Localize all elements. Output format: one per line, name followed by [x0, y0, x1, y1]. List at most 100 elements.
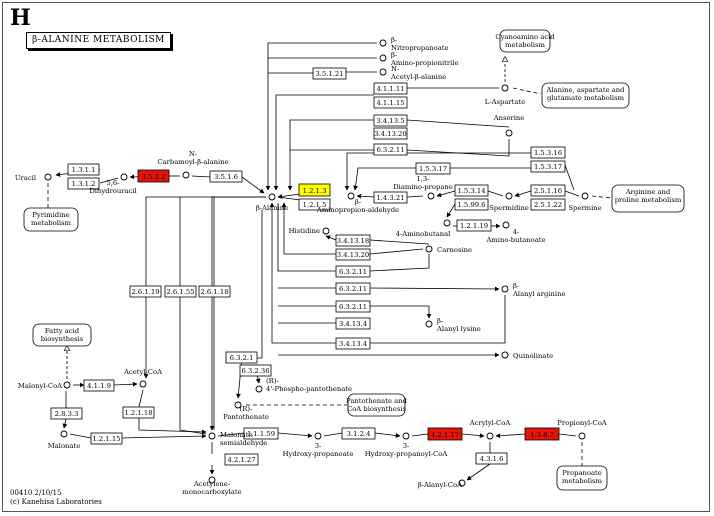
- compound-c10[interactable]: β-Aminopropion-aldehyde: [316, 192, 399, 214]
- map-title: β-ALANINE METABOLISM: [26, 32, 171, 49]
- enzyme-e13[interactable]: 1.5.3.17: [530, 160, 566, 173]
- enzyme-e39[interactable]: 3.1.2.4: [341, 427, 376, 440]
- compound-c11[interactable]: 1,3-Diamino-propane: [393, 175, 453, 200]
- enzyme-e24[interactable]: 6.3.2.11: [335, 265, 371, 278]
- enzyme-e27[interactable]: 3.4.13.4: [335, 317, 371, 330]
- compound-c22[interactable]: (R)-Pantothenate: [223, 401, 269, 421]
- enzyme-e3[interactable]: 3.5.2.2: [137, 169, 170, 183]
- enzyme-e30[interactable]: 2.6.1.55: [164, 285, 197, 298]
- compound-c21[interactable]: (R)-4'-Phospho-pantothenate: [255, 377, 352, 393]
- enzyme-e6[interactable]: 4.1.1.11: [373, 82, 408, 95]
- compound-c7[interactable]: N-Carbamoyl-β-alanine: [157, 150, 229, 179]
- svg-text:2.8.3.3: 2.8.3.3: [55, 410, 79, 418]
- compound-c28[interactable]: 3-Hydroxy-propanoyl-CoA: [365, 432, 448, 458]
- enzyme-e26[interactable]: 6.3.2.11: [335, 300, 371, 313]
- svg-text:1.2.1.3: 1.2.1.3: [303, 187, 327, 195]
- enzyme-e23[interactable]: 3.4.13.20: [335, 248, 371, 261]
- compound-c4[interactable]: L-Aspartate: [485, 84, 525, 106]
- compound-c3[interactable]: N-Acetyl-β-alanine: [379, 65, 446, 81]
- svg-text:Quinolinate: Quinolinate: [513, 352, 553, 360]
- svg-text:Acetylene-monocarboxylate: Acetylene-monocarboxylate: [182, 480, 241, 496]
- compound-c23[interactable]: Malonyl-CoA: [18, 381, 71, 390]
- enzyme-e8[interactable]: 3.4.13.5: [373, 114, 408, 127]
- compound-c20[interactable]: Quinolinate: [501, 351, 553, 360]
- enzyme-e9[interactable]: 3.4.13.20: [373, 127, 408, 140]
- compound-c13[interactable]: Spermine: [568, 192, 602, 212]
- enzyme-e19[interactable]: 2.5.1.16: [530, 184, 566, 197]
- enzyme-e43[interactable]: 4.3.1.6: [475, 452, 508, 465]
- compound-c1[interactable]: β-Nitropropanoate: [379, 36, 449, 52]
- compound-c15[interactable]: 4-Amino-butanoate: [485, 221, 546, 244]
- enzyme-e4[interactable]: 3.5.1.6: [209, 170, 243, 183]
- enzyme-e40[interactable]: 4.2.1.17: [427, 427, 463, 441]
- compound-c12[interactable]: Spermidine: [489, 192, 529, 212]
- compound-c14[interactable]: 4-Aminobutanal: [396, 219, 451, 238]
- compound-c9[interactable]: Anserine: [493, 114, 525, 137]
- enzyme-e14[interactable]: 1.2.1.3: [298, 183, 331, 197]
- svg-text:Carnosine: Carnosine: [437, 246, 472, 254]
- compound-c24[interactable]: Acetyl-CoA: [123, 368, 162, 388]
- enzyme-e7[interactable]: 4.1.1.15: [373, 96, 408, 109]
- svg-text:N-Acetyl-β-alanine: N-Acetyl-β-alanine: [390, 65, 446, 81]
- enzyme-e41[interactable]: 1.3.8.7: [524, 427, 560, 441]
- svg-text:β-Aminopropion-aldehyde: β-Aminopropion-aldehyde: [316, 198, 399, 214]
- svg-text:4.3.1.6: 4.3.1.6: [480, 455, 504, 463]
- enzyme-e12[interactable]: 1.5.3.16: [530, 146, 566, 159]
- compound-c32[interactable]: β-Alanyl-CoA: [418, 479, 466, 489]
- enzyme-e11[interactable]: 1.5.3.17: [415, 162, 451, 175]
- enzyme-e32[interactable]: 6.3.2.1: [225, 351, 258, 364]
- enzyme-e28[interactable]: 3.4.13.4: [335, 337, 371, 350]
- enzyme-e1[interactable]: 1.3.1.1: [67, 163, 100, 176]
- enzyme-e16[interactable]: 1.4.3.21: [373, 191, 408, 204]
- compound-c6[interactable]: 5,6-Dihydrouracil: [89, 173, 137, 195]
- enzyme-e18[interactable]: 1.5.99.6: [454, 198, 489, 211]
- compound-c2[interactable]: β-Amino-propionitrile: [379, 51, 459, 67]
- svg-text:1,3-Diamino-propane: 1,3-Diamino-propane: [393, 175, 453, 191]
- compound-c5[interactable]: Uracil: [15, 173, 52, 182]
- compound-c25[interactable]: Malonate: [48, 430, 80, 450]
- svg-text:Spermine: Spermine: [568, 204, 601, 212]
- enzyme-e15[interactable]: 1.2.1.5: [298, 198, 331, 211]
- compound-c29[interactable]: Acrylyl-CoA: [469, 419, 511, 440]
- enzyme-e25[interactable]: 6.3.2.11: [335, 282, 371, 295]
- compound-c16[interactable]: Histidine: [289, 227, 330, 235]
- compound-c8[interactable]: β-Alanine: [256, 193, 288, 212]
- compound-c18[interactable]: β-Alanyl arginine: [501, 282, 565, 298]
- footer-line-1: 00410 2/10/15: [10, 489, 62, 497]
- enzyme-e36[interactable]: 1.2.1.18: [122, 406, 155, 419]
- enzyme-e10[interactable]: 6.3.2.11: [373, 143, 408, 156]
- enzyme-e38[interactable]: 1.1.1.59: [243, 427, 279, 440]
- svg-text:β-Alanyl-CoA: β-Alanyl-CoA: [418, 481, 462, 489]
- enzyme-e17[interactable]: 1.5.3.14: [454, 184, 489, 197]
- compound-c27[interactable]: 3-Hydroxy-propanoate: [283, 432, 354, 458]
- enzyme-e22[interactable]: 3.4.13.18: [335, 234, 371, 247]
- enzyme-e21[interactable]: 1.2.1.19: [456, 219, 492, 232]
- enzyme-e34[interactable]: 4.1.1.9: [83, 379, 115, 392]
- enzyme-e31[interactable]: 2.6.1.18: [198, 285, 231, 298]
- enzyme-e42[interactable]: 4.2.1.27: [224, 453, 259, 466]
- svg-text:1.5.3.16: 1.5.3.16: [534, 149, 562, 157]
- compound-c31[interactable]: Acetylene-monocarboxylate: [182, 476, 242, 496]
- compound-c17[interactable]: Carnosine: [425, 245, 472, 254]
- enzyme-e33[interactable]: 6.3.2.36: [239, 364, 272, 377]
- enzyme-e20[interactable]: 2.5.1.22: [530, 198, 566, 211]
- enzyme-e37[interactable]: 1.2.1.15: [90, 432, 123, 445]
- enzyme-e35[interactable]: 2.8.3.3: [50, 407, 83, 420]
- svg-text:6.3.2.11: 6.3.2.11: [339, 268, 367, 276]
- compound-c19[interactable]: β-Alanyl lysine: [425, 317, 481, 333]
- enzyme-e2[interactable]: 1.3.1.2: [67, 177, 100, 190]
- compound-c30[interactable]: Propionyl-CoA: [557, 419, 607, 440]
- enzyme-e29[interactable]: 2.6.1.19: [129, 285, 162, 298]
- enzyme-e5[interactable]: 3.5.1.21: [312, 67, 347, 80]
